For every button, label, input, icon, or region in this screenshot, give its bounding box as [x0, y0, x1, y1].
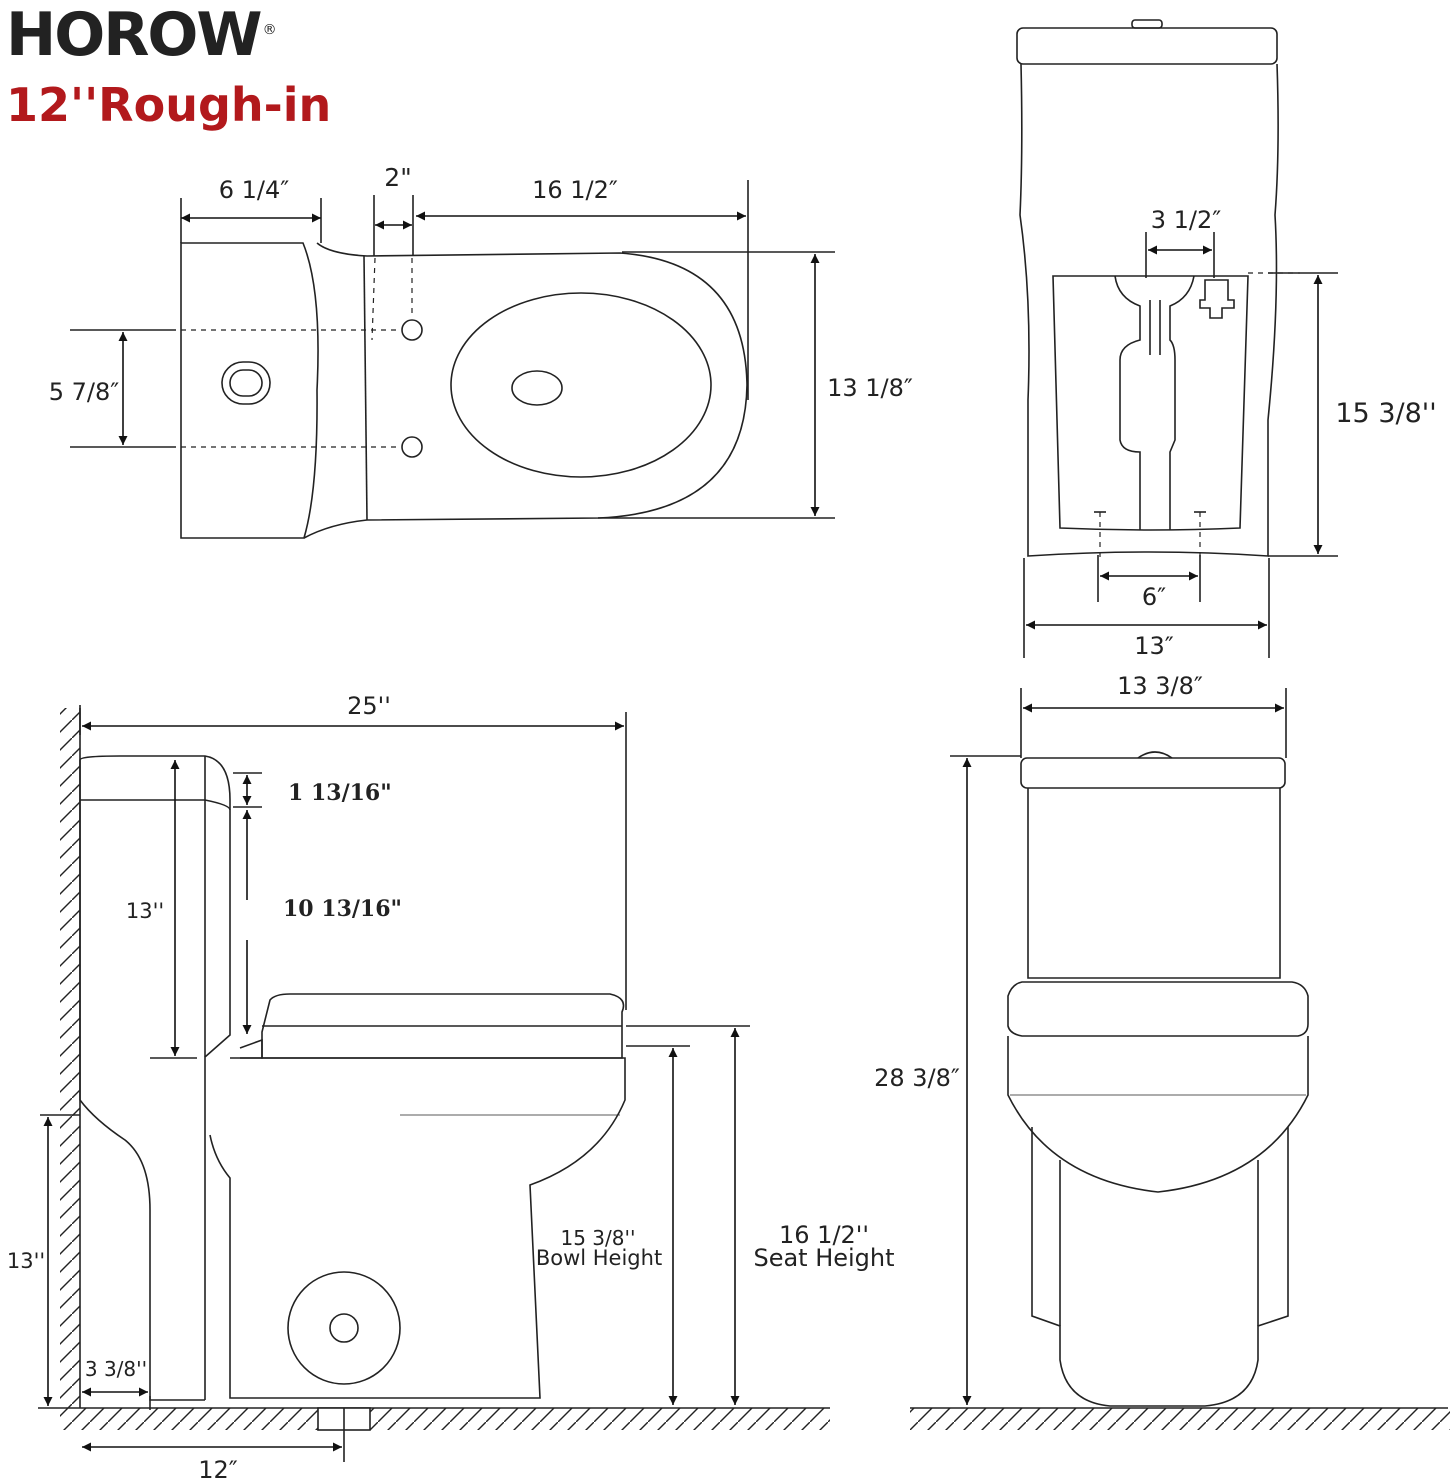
side-view-seat: [261, 993, 625, 1059]
front-view-tank: [1027, 788, 1281, 979]
side-view-bowl: [79, 760, 205, 1401]
top-view-body: [303, 242, 748, 539]
dim-back-bolt-spacing: 6″: [1142, 583, 1166, 611]
dim-side-rough-in: 12″: [198, 1456, 238, 1483]
dim-front-tank-width: 13 3/8″: [1117, 672, 1203, 700]
floor-hatch-left: [60, 1408, 830, 1430]
dim-side-tank-height: 13'': [126, 899, 164, 923]
top-view-drain: [511, 370, 563, 406]
dim-top-overall-width: 13 1/8″: [827, 374, 913, 402]
dim-side-tank-inner-height: 10 13/16": [283, 896, 402, 922]
dim-side-seat-height-label: Seat Height: [753, 1244, 894, 1272]
dim-top-tank-width: 6 1/4″: [219, 176, 290, 204]
dim-side-lid-thickness: 1 13/16": [288, 780, 392, 806]
front-view-pedestal: [1031, 1127, 1289, 1407]
front-view: [910, 688, 1450, 1430]
top-view-flush-button: [221, 361, 271, 405]
brand-name: HOROW: [6, 0, 263, 70]
back-view-valve: [1199, 279, 1235, 319]
dim-front-overall-height: 28 3/8″: [874, 1064, 960, 1092]
back-view-lid: [1016, 27, 1278, 65]
front-view-seat: [1007, 981, 1309, 1037]
side-view-trap: [287, 1271, 401, 1385]
top-view-tank: [180, 242, 319, 539]
wall-hatch: [60, 708, 80, 1408]
dim-side-wall-height: 13'': [7, 1249, 45, 1273]
registered-mark: ®: [262, 22, 277, 38]
top-view: [70, 180, 835, 539]
dim-top-bowl-length: 16 1/2″: [532, 176, 618, 204]
side-view: [38, 705, 830, 1462]
dim-side-seat-height-value: 16 1/2'': [779, 1221, 869, 1249]
dim-back-base-width: 13″: [1134, 632, 1174, 660]
brand-logo: HOROW®: [6, 0, 277, 70]
front-view-lid: [1020, 757, 1286, 789]
top-view-bolt-hole-lower: [401, 436, 423, 458]
dim-back-outlet-offset: 3 1/2″: [1151, 206, 1222, 234]
dim-side-wall-gap: 3 3/8'': [85, 1357, 147, 1381]
dim-side-bowl-height-value: 15 3/8'': [561, 1226, 636, 1250]
rough-in-title: 12''Rough-in: [6, 78, 332, 132]
back-view-cavity: [1052, 275, 1249, 531]
front-view-bowl: [1007, 1036, 1309, 1193]
dim-top-gap: 2": [384, 163, 411, 192]
dim-side-bowl-height-label: Bowl Height: [536, 1246, 662, 1270]
side-view-tank: [79, 755, 231, 1400]
back-view: [1016, 19, 1338, 658]
dim-top-bolt-spacing: 5 7/8″: [49, 378, 120, 406]
dim-side-overall-length: 25'': [347, 692, 391, 720]
top-view-bolt-hole-upper: [401, 319, 423, 341]
back-view-body: [1019, 63, 1279, 557]
floor-hatch-right: [910, 1408, 1450, 1430]
dim-back-inner-height: 15 3/8'': [1335, 398, 1436, 429]
top-view-bowl-rim: [450, 292, 712, 478]
